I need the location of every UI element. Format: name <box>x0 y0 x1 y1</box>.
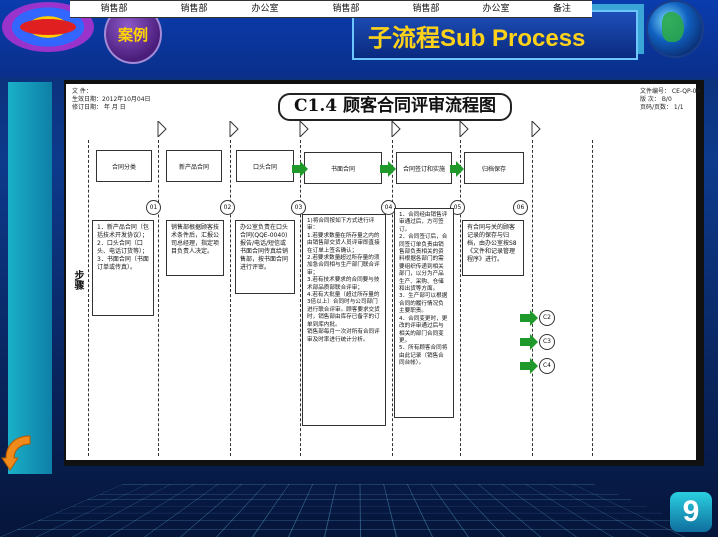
doc-meta-line: 文 件： <box>72 88 92 95</box>
perspective-grid-floor <box>0 484 718 537</box>
back-arrow-icon[interactable] <box>0 430 36 474</box>
dept-header: 办公室 <box>230 0 300 18</box>
page-number: 9 <box>670 492 712 532</box>
left-decor-strip <box>8 82 52 474</box>
dept-header: 备注 <box>532 0 592 18</box>
step-number: 03 <box>291 200 306 215</box>
page-ref-link[interactable]: C3 <box>539 334 555 350</box>
header-chevrons <box>157 121 541 137</box>
step-note: 办公室负责在口头合同(QQE-0040)报告/电话/短信或书面合同传真给销售部，… <box>235 220 295 294</box>
lane-divider <box>392 140 393 456</box>
doc-meta-left: 文 件： 生效日期：2012年10月04日 修订日期： 年 月 日 <box>72 88 151 112</box>
dept-header: 销售部 <box>70 0 158 18</box>
doc-meta-line: 页码/页数： 1/1 <box>640 104 684 111</box>
doc-meta-line: 生效日期：2012年10月04日 <box>72 96 151 103</box>
lane-divider <box>158 140 159 456</box>
page-ref-link[interactable]: C2 <box>539 310 555 326</box>
dept-header: 办公室 <box>460 0 532 18</box>
step-number: 06 <box>513 200 528 215</box>
step-note: 1．合同经由销售评审通过后，方可签订。 2．合同签订后，合同签订单负责由销售部负… <box>394 208 454 418</box>
page-title: 子流程Sub Process <box>368 25 586 52</box>
doc-meta-right: 文件编号： CE-QP-09 版 次： B/0 页码/页数： 1/1 <box>640 88 700 112</box>
dept-header: 销售部 <box>300 0 392 18</box>
process-box: 书面合同 <box>304 152 382 184</box>
flowchart-title: C1.4 顾客合同评审流程图 <box>278 93 512 121</box>
title-box: 子流程Sub Process <box>352 10 638 60</box>
step-label: 步骤 <box>72 270 83 290</box>
doc-meta-line: 修订日期： 年 月 日 <box>72 104 126 111</box>
doc-meta-line: 版 次： B/0 <box>640 96 672 103</box>
flow-arrows <box>292 161 464 177</box>
lane-divider <box>300 140 301 456</box>
process-box: 新产品合同 <box>166 150 222 182</box>
lane-divider <box>592 140 593 456</box>
step-number: 02 <box>220 200 235 215</box>
dept-header: 销售部 <box>392 0 460 18</box>
lane-divider <box>230 140 231 456</box>
globe-icon <box>648 2 702 56</box>
lane-divider <box>88 140 89 456</box>
lane-divider <box>532 140 533 456</box>
ref-arrows <box>520 310 538 374</box>
process-box: 口头合同 <box>236 150 294 182</box>
page-ref-link[interactable]: C4 <box>539 358 555 374</box>
process-box: 合同分类 <box>96 150 152 182</box>
step-note: 销售部根据顾客技术条件后，汇报公司总经理，指定项目负责人决定。 <box>166 220 224 276</box>
step-note: 1．新产品合同（包括技术开发协议）； 2．口头合同（口头、电话订货等）； 3．书… <box>92 220 154 316</box>
dept-header: 销售部 <box>158 0 230 18</box>
doc-meta-line: 文件编号： CE-QP-09 <box>640 88 701 95</box>
step-number: 01 <box>146 200 161 215</box>
step-note: 有合同与关的顾客记录的保存与归档，由办公室按S8《文件和记录管理程序》进行。 <box>462 220 524 276</box>
step-number: 04 <box>381 200 396 215</box>
lane-divider <box>460 140 461 456</box>
step-note: 1)将合同按如下方式进行评审： 1.若要求数量在所存量之内的由销售部交货人员评审… <box>302 214 386 426</box>
process-box: 归档保存 <box>464 152 524 184</box>
